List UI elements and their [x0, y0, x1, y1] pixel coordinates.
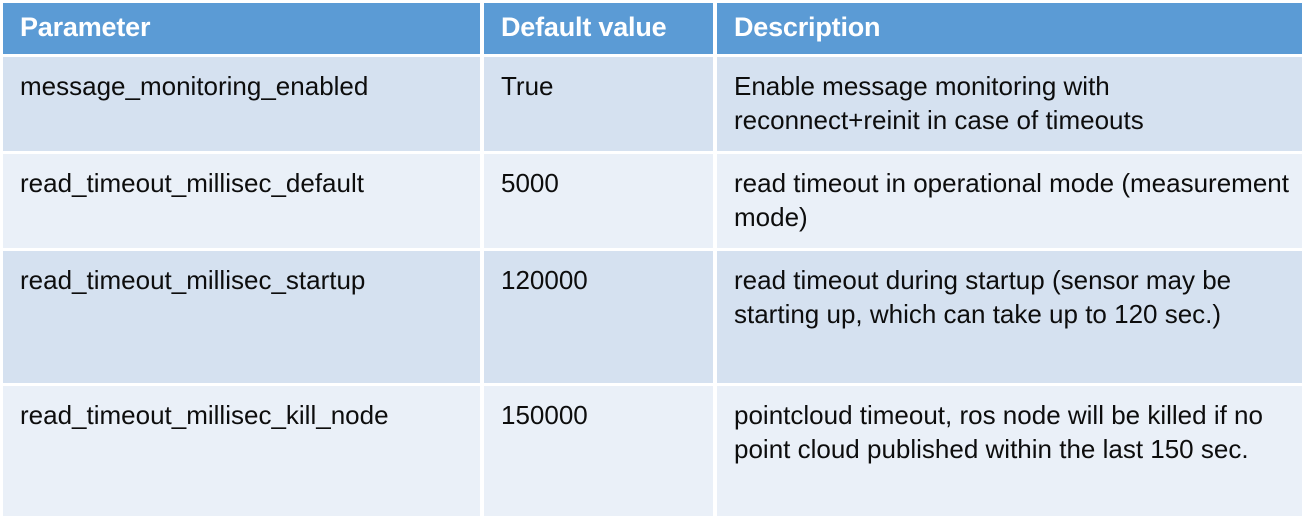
column-header-parameter: Parameter — [3, 3, 484, 54]
description-text: read timeout in operational mode (measur… — [734, 168, 1289, 233]
cell-description: pointcloud timeout, ros node will be kil… — [717, 383, 1302, 516]
cell-parameter: read_timeout_millisec_default — [3, 151, 484, 249]
table-row: message_monitoring_enabled True Enable m… — [3, 54, 1302, 152]
table-row: read_timeout_millisec_startup 120000 rea… — [3, 248, 1302, 384]
cell-default-value: 5000 — [484, 151, 717, 249]
description-text: read timeout during startup (sensor may … — [734, 265, 1232, 330]
description-text: Enable message monitoring with reconnect… — [734, 71, 1144, 136]
column-header-default-value: Default value — [484, 3, 717, 54]
table-header-row: Parameter Default value Description — [3, 3, 1302, 54]
cell-default-value: True — [484, 54, 717, 152]
cell-description: read timeout during startup (sensor may … — [717, 248, 1302, 384]
parameter-name: message_monitoring_enabled — [20, 71, 369, 101]
column-header-description: Description — [717, 3, 1302, 54]
default-value: 5000 — [501, 168, 559, 199]
cell-description: read timeout in operational mode (measur… — [717, 151, 1302, 249]
parameter-name: read_timeout_millisec_startup — [20, 265, 366, 296]
cell-default-value: 120000 — [484, 248, 717, 384]
default-value: True — [501, 71, 554, 101]
description-text: pointcloud timeout, ros node will be kil… — [734, 400, 1263, 465]
default-value: 120000 — [501, 265, 588, 296]
table-row: read_timeout_millisec_default 5000 read … — [3, 151, 1302, 249]
table-header: Parameter Default value Description — [3, 3, 1302, 54]
cell-default-value: 150000 — [484, 383, 717, 516]
cell-parameter: read_timeout_millisec_startup — [3, 248, 484, 384]
cell-description: Enable message monitoring with reconnect… — [717, 54, 1302, 152]
cell-parameter: read_timeout_millisec_kill_node — [3, 383, 484, 516]
table-row: read_timeout_millisec_kill_node 150000 p… — [3, 383, 1302, 516]
cell-parameter: message_monitoring_enabled — [3, 54, 484, 152]
parameter-table: Parameter Default value Description mess… — [3, 3, 1302, 516]
parameter-name: read_timeout_millisec_kill_node — [20, 400, 389, 431]
table-body: message_monitoring_enabled True Enable m… — [3, 54, 1302, 516]
default-value: 150000 — [501, 400, 588, 431]
parameter-name: read_timeout_millisec_default — [20, 168, 364, 199]
parameter-table-container: Parameter Default value Description mess… — [0, 3, 1302, 516]
